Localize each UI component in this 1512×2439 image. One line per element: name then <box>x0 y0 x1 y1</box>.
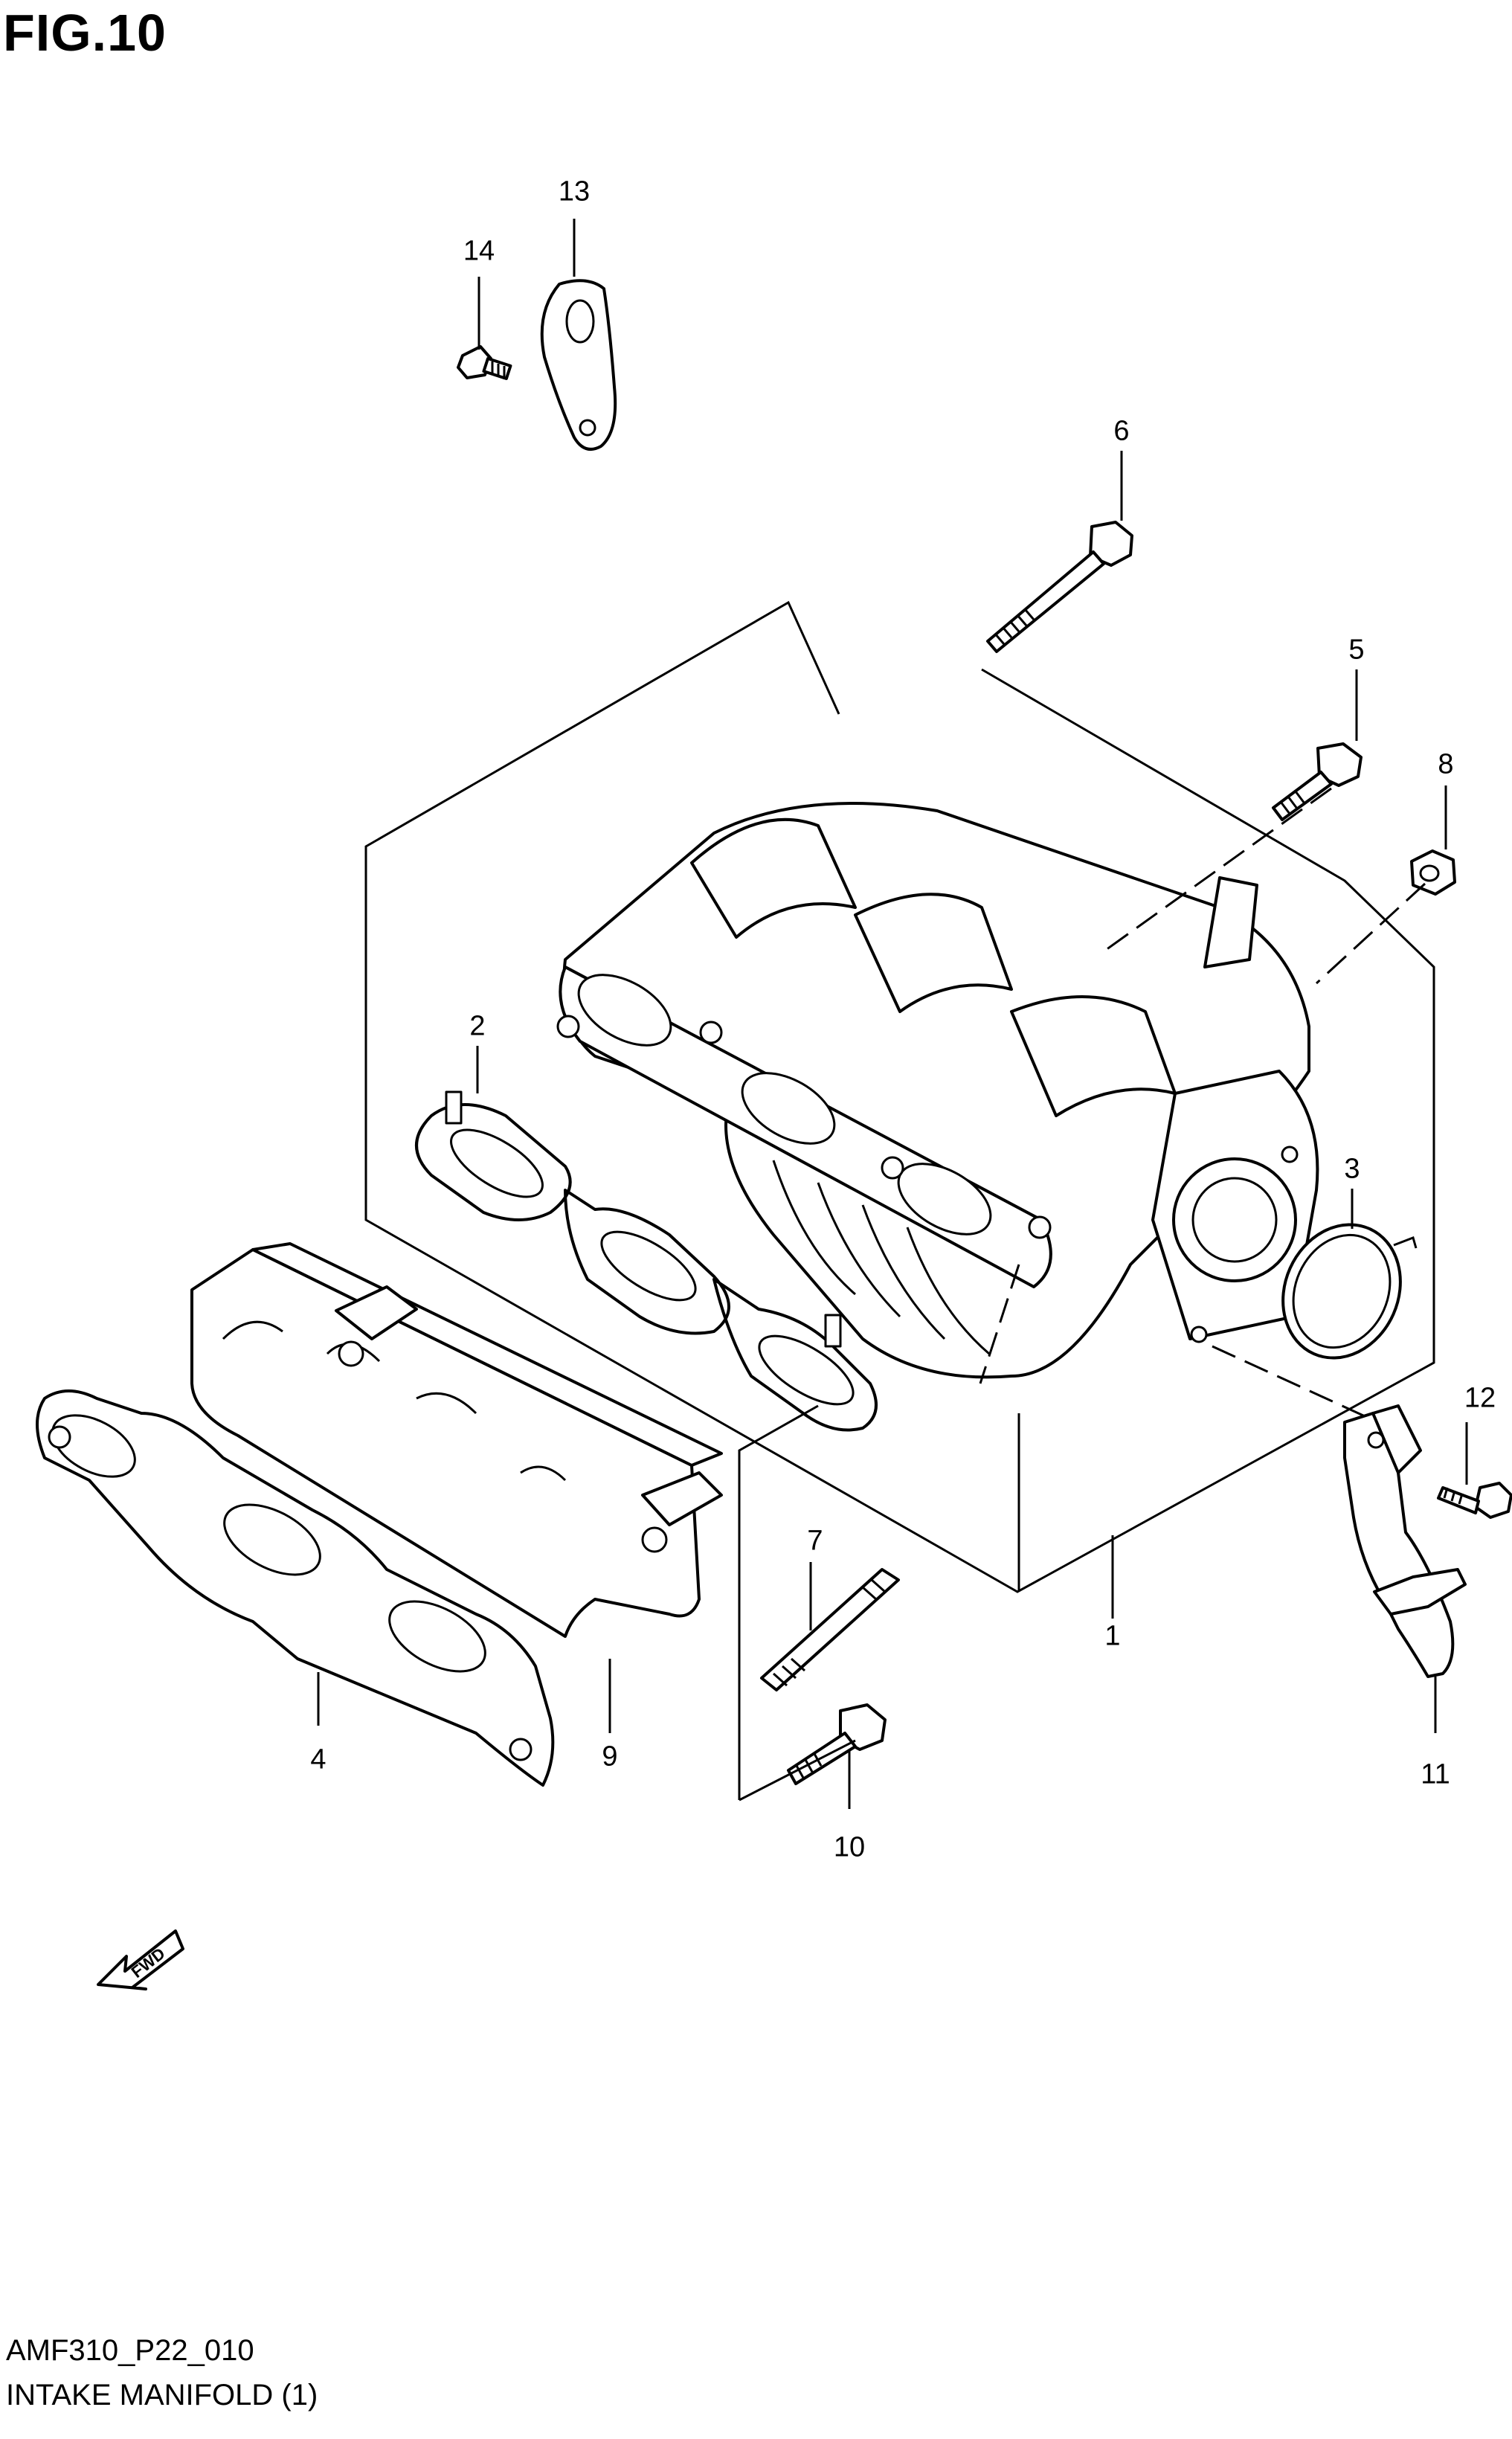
part-8-nut <box>1410 849 1456 896</box>
forward-direction-arrow-icon: FWD <box>97 1929 184 1990</box>
sub-assembly-brackets <box>738 1404 1020 1802</box>
leader-lines <box>317 219 1468 1809</box>
callout-8: 8 <box>1438 748 1454 780</box>
callout-11: 11 <box>1421 1758 1450 1790</box>
part-4-exhaust-gasket <box>36 1389 555 1787</box>
callout-3: 3 <box>1344 1153 1360 1185</box>
part-5-bolt <box>1272 742 1363 821</box>
callout-2: 2 <box>469 1010 486 1042</box>
callout-6: 6 <box>1113 415 1130 447</box>
callout-5: 5 <box>1348 634 1365 666</box>
callout-4: 4 <box>310 1744 326 1776</box>
part-2-intake-gasket <box>415 1090 878 1432</box>
callout-10: 10 <box>833 1831 866 1863</box>
document-code: AMF310_P22_010 <box>6 2334 254 2367</box>
part-14-bolt <box>457 345 512 381</box>
part-11-bracket <box>1343 1404 1467 1678</box>
part-1-intake-manifold <box>556 802 1319 1379</box>
callout-9: 9 <box>602 1741 618 1773</box>
part-6-long-bolt <box>986 521 1133 653</box>
part-7-stud-bolt <box>760 1568 900 1691</box>
callout-13: 13 <box>558 176 591 208</box>
part-13-bracket <box>540 279 617 451</box>
callout-1: 1 <box>1104 1620 1121 1652</box>
assembly-group-outline <box>364 600 1435 1593</box>
part-10-bolt <box>787 1703 887 1785</box>
part-9-spacer <box>190 1242 723 1638</box>
callout-14: 14 <box>463 235 495 267</box>
alignment-lines <box>979 787 1426 1430</box>
figure-caption: INTAKE MANIFOLD (1) <box>6 2379 318 2411</box>
callout-12: 12 <box>1464 1382 1496 1414</box>
part-3-o-ring <box>1281 1223 1418 1360</box>
figure-title: FIG.10 <box>3 4 167 62</box>
part-12-bolt <box>1437 1482 1512 1519</box>
callout-7: 7 <box>807 1525 823 1557</box>
